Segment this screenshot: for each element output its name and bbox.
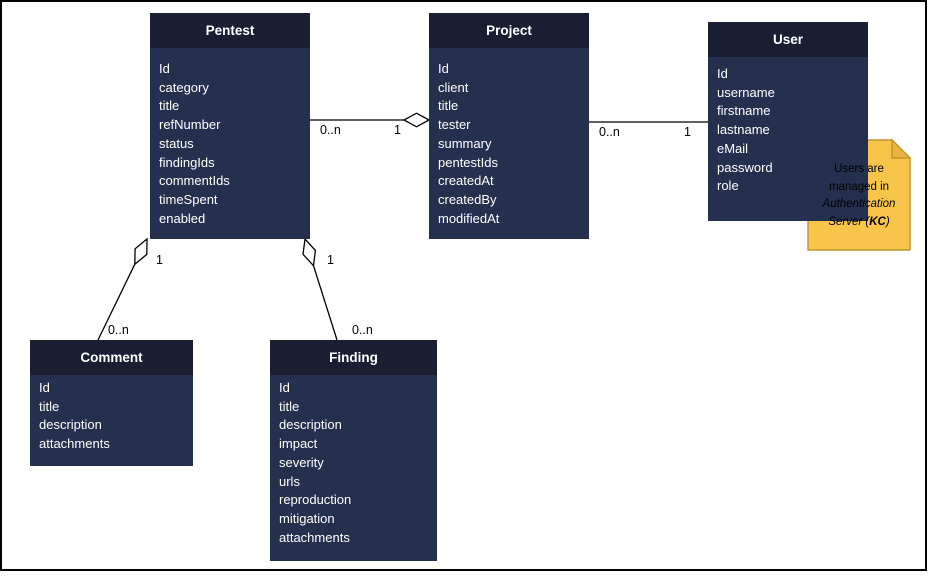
entity-field: status <box>159 135 194 151</box>
connector-pentest-finding <box>312 265 338 341</box>
entity-field: title <box>438 98 459 114</box>
multiplicity-label: 1 <box>156 253 163 267</box>
entity-pentest: Pentest Id category title refNumber status fi… <box>150 13 310 239</box>
entity-fields: Id client title tester summary pentestIds crea… <box>429 48 589 228</box>
entity-field: findingIds <box>159 154 215 170</box>
entity-title: User <box>708 22 868 57</box>
entity-field: enabled <box>159 210 206 226</box>
entity-field: impact <box>279 436 318 452</box>
aggregation-diamond-icon <box>302 237 317 268</box>
entity-field: mitigation <box>279 510 335 526</box>
entity-field: attachments <box>279 529 350 545</box>
entity-fields: Id category title refNumber status findingIds… <box>150 48 310 228</box>
entity-field: severity <box>279 454 324 470</box>
entity-field: username <box>717 84 775 100</box>
entity-field: client <box>438 79 469 95</box>
entity-title: Finding <box>270 340 437 375</box>
entity-fields: Id title description impact severity urls repr… <box>270 375 437 547</box>
multiplicity-label: 0..n <box>320 123 341 137</box>
entity-field: lastname <box>717 122 770 138</box>
entity-field: modifiedAt <box>438 210 500 226</box>
entity-fields: Id title description attachments <box>30 375 193 454</box>
entity-field: createdBy <box>438 191 497 207</box>
multiplicity-label: 0..n <box>599 125 620 139</box>
entity-field: description <box>279 417 342 433</box>
entity-field: eMail <box>717 140 749 156</box>
entity-field: firstname <box>717 103 771 119</box>
entity-field: commentIds <box>159 173 230 189</box>
multiplicity-label: 1 <box>394 123 401 137</box>
entity-field: urls <box>279 473 300 489</box>
entity-field: tester <box>438 117 471 133</box>
aggregation-diamond-icon <box>134 237 148 266</box>
entity-field: category <box>159 79 209 95</box>
note-line: managed in <box>828 180 890 193</box>
entity-comment: Comment Id title description attachments <box>30 340 193 466</box>
entity-title: Pentest <box>150 13 310 48</box>
entity-title: Comment <box>30 340 193 375</box>
multiplicity-label: 0..n <box>352 323 373 337</box>
note-line: Authentication <box>822 198 896 210</box>
entity-user: User Id username firstname lastname eMail pas… <box>708 22 868 221</box>
entity-field: Id <box>159 61 170 76</box>
entity-field: timeSpent <box>159 191 218 207</box>
entity-field: summary <box>438 135 492 151</box>
entity-title: Project <box>429 13 589 48</box>
entity-field: createdAt <box>438 173 494 189</box>
entity-field: refNumber <box>159 117 221 133</box>
multiplicity-label: 0..n <box>108 323 129 337</box>
entity-field: title <box>279 398 300 414</box>
entity-field: reproduction <box>279 492 352 508</box>
multiplicity-label: 1 <box>684 125 691 139</box>
note-line: Server (KC) <box>828 215 890 228</box>
entity-field: attachments <box>39 436 110 452</box>
aggregation-diamond-icon <box>402 112 431 128</box>
entity-field: title <box>159 98 180 114</box>
entity-field: description <box>39 417 102 433</box>
sticky-note-text: Users are managed in Authentication Serv… <box>806 150 912 242</box>
entity-field: pentestIds <box>438 154 498 170</box>
entity-field: Id <box>438 61 449 76</box>
entity-finding: Finding Id title description impact severity… <box>270 340 437 561</box>
entity-project: Project Id client title tester summary pentes… <box>429 13 589 239</box>
multiplicity-label: 1 <box>327 253 334 267</box>
entity-field: password <box>717 159 773 175</box>
entity-field: role <box>717 178 739 194</box>
entity-fields: Id username firstname lastname eMail password… <box>708 57 868 196</box>
entity-field: title <box>39 398 60 414</box>
entity-field: Id <box>279 380 290 395</box>
note-line: Users are <box>834 163 884 175</box>
entity-field: Id <box>39 380 50 395</box>
entity-field: Id <box>717 66 728 81</box>
